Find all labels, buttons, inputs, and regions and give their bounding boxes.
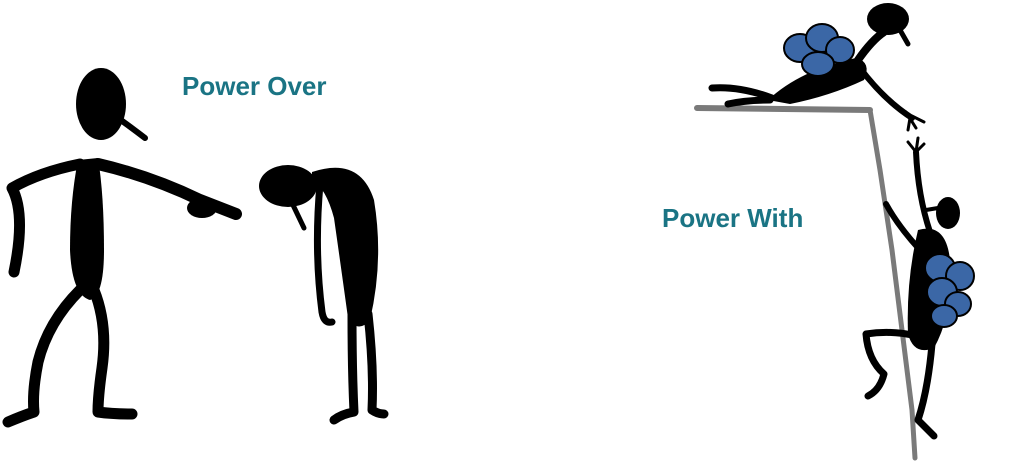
bowing-figure-left-leg (329, 309, 359, 425)
pointing-figure-nose (115, 115, 148, 141)
bowing-figure-body (312, 167, 379, 327)
pointing-figure-body (70, 158, 104, 300)
bowing-figure-nose (290, 202, 307, 231)
bottom-climber-right-leg (914, 340, 938, 440)
bowing-figure-arm (313, 180, 336, 326)
cliff-face (867, 107, 918, 461)
bottom-climber (862, 136, 975, 440)
top-climber-neck (854, 28, 888, 64)
top-climber-backpack (783, 23, 855, 77)
top-climber-body (768, 58, 867, 104)
bottom-climber-backpack (924, 253, 975, 328)
pointing-figure-head (76, 68, 126, 140)
top-climber-legs (708, 84, 776, 108)
bowing-figure-right-leg (363, 309, 389, 419)
power-over-label: Power Over (182, 71, 327, 101)
pointing-figure-right-arm (92, 158, 242, 220)
pointing-figure-right-leg (88, 284, 138, 420)
pointing-figure-left-arm (6, 158, 86, 278)
pointing-figure (2, 68, 242, 428)
bottom-climber-left-leg (862, 328, 920, 400)
bottom-climber-grip-arm (883, 201, 923, 253)
bottom-climber-hand (906, 136, 926, 154)
top-climber-hand (904, 110, 926, 132)
cliff-ledge (694, 105, 873, 113)
top-climber (708, 3, 926, 132)
bottom-climber-nose (924, 206, 940, 212)
bottom-climber-reaching-arm (913, 149, 933, 235)
cliff (694, 105, 918, 461)
bowing-figure (259, 165, 389, 425)
top-climber-nose (897, 27, 911, 47)
power-with-label: Power With (662, 203, 804, 233)
pointing-figure-left-leg (2, 284, 86, 428)
bottom-climber-head (936, 197, 960, 229)
pointing-figure-hand (187, 198, 217, 218)
top-climber-head (867, 3, 909, 35)
bowing-figure-head (259, 165, 317, 207)
